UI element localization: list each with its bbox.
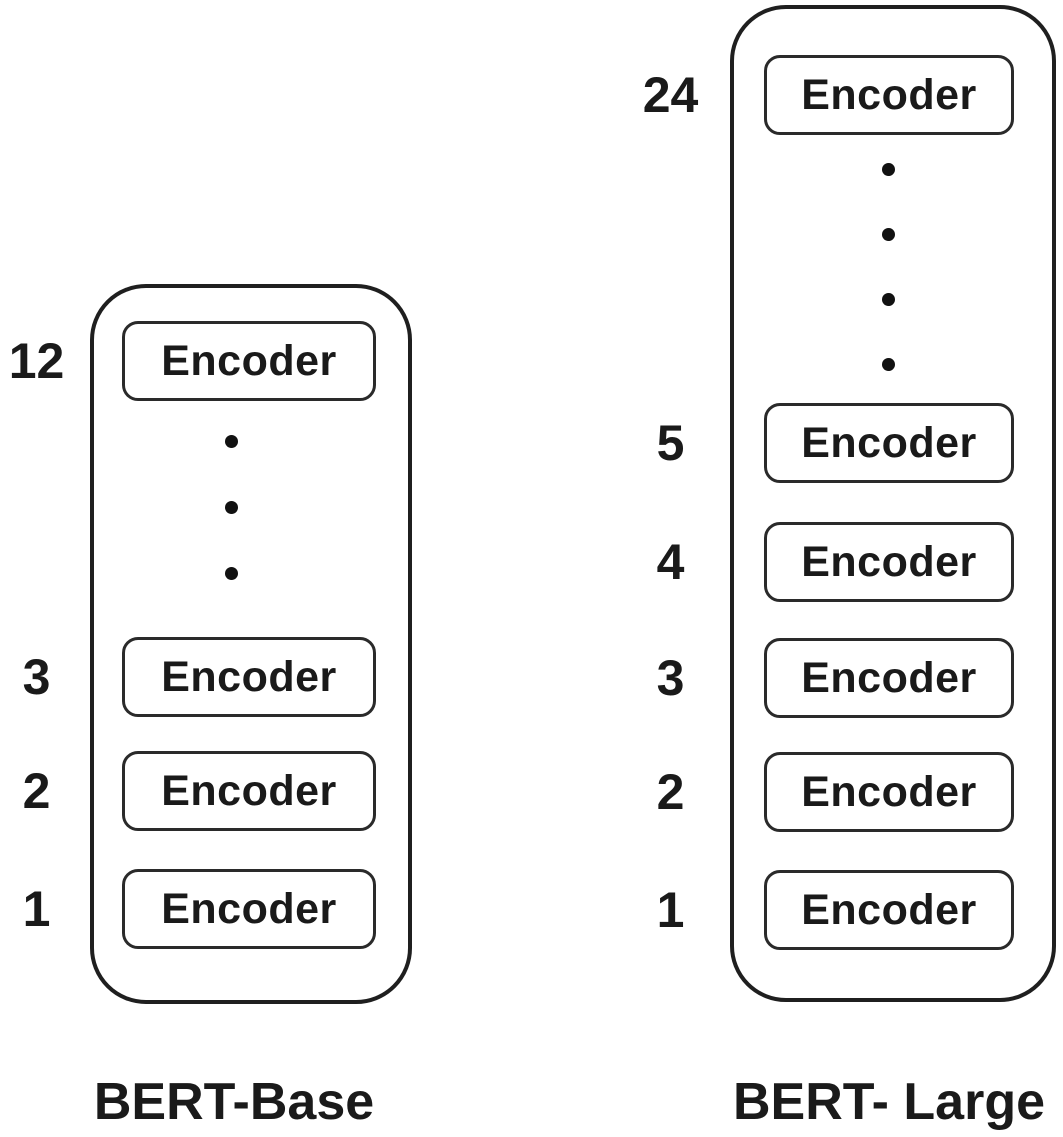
ellipsis-dot (225, 435, 238, 448)
bert-large-caption: BERT- Large (732, 1073, 1046, 1131)
bert-large-layer-label-5: 5 (656, 415, 685, 471)
bert-base-encoder-3: Encoder (122, 637, 376, 717)
bert-base-ellipsis-dots (225, 435, 238, 580)
bert-large-layer-label-1: 1 (656, 882, 685, 938)
bert-large-layer-label-2: 2 (656, 764, 685, 820)
bert-large-encoder-3: Encoder (764, 638, 1014, 718)
bert-large-ellipsis-dots (882, 163, 895, 371)
bert-base-encoder-1: Encoder (122, 869, 376, 949)
bert-large-layer-label-3: 3 (656, 650, 685, 706)
ellipsis-dot (225, 501, 238, 514)
bert-base-layer-label-3: 3 (22, 649, 51, 705)
bert-large-encoder-2: Encoder (764, 752, 1014, 832)
bert-large-encoder-24: Encoder (764, 55, 1014, 135)
bert-large-container (730, 5, 1056, 1002)
bert-large-layer-label-24: 24 (642, 67, 699, 123)
bert-base-layer-label-2: 2 (22, 763, 51, 819)
ellipsis-dot (882, 228, 895, 241)
ellipsis-dot (882, 163, 895, 176)
bert-base-encoder-2: Encoder (122, 751, 376, 831)
bert-large-encoder-4: Encoder (764, 522, 1014, 602)
bert-base-encoder-12: Encoder (122, 321, 376, 401)
bert-large-layer-label-4: 4 (656, 534, 685, 590)
ellipsis-dot (882, 358, 895, 371)
bert-large-encoder-1: Encoder (764, 870, 1014, 950)
bert-base-layer-label-12: 12 (8, 333, 65, 389)
bert-base-layer-label-1: 1 (22, 881, 51, 937)
ellipsis-dot (882, 293, 895, 306)
bert-base-caption: BERT-Base (93, 1073, 375, 1131)
ellipsis-dot (225, 567, 238, 580)
bert-large-encoder-5: Encoder (764, 403, 1014, 483)
